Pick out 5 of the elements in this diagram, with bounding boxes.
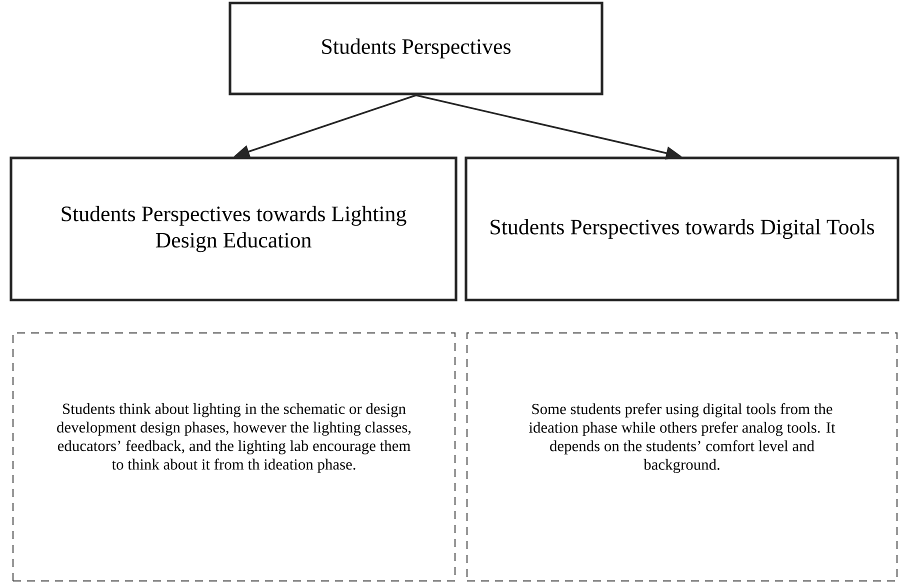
category-box: Students Perspectives towards Lighting Design Education [10, 156, 458, 302]
title-box: Students Perspectives [228, 2, 604, 96]
description-box: Some students prefer using digital tools from the ideation phase while others prefer analog tools. It depends on the students’ comfort level and background. [466, 332, 898, 582]
description-box: Students think about lighting in the schematic or design development design phases, however the lighting classes, educators’ feedback, and the lighting lab encourage them to think about it from th ideation phase. [12, 332, 456, 582]
category-box: Students Perspectives towards Digital Tools [464, 156, 900, 302]
